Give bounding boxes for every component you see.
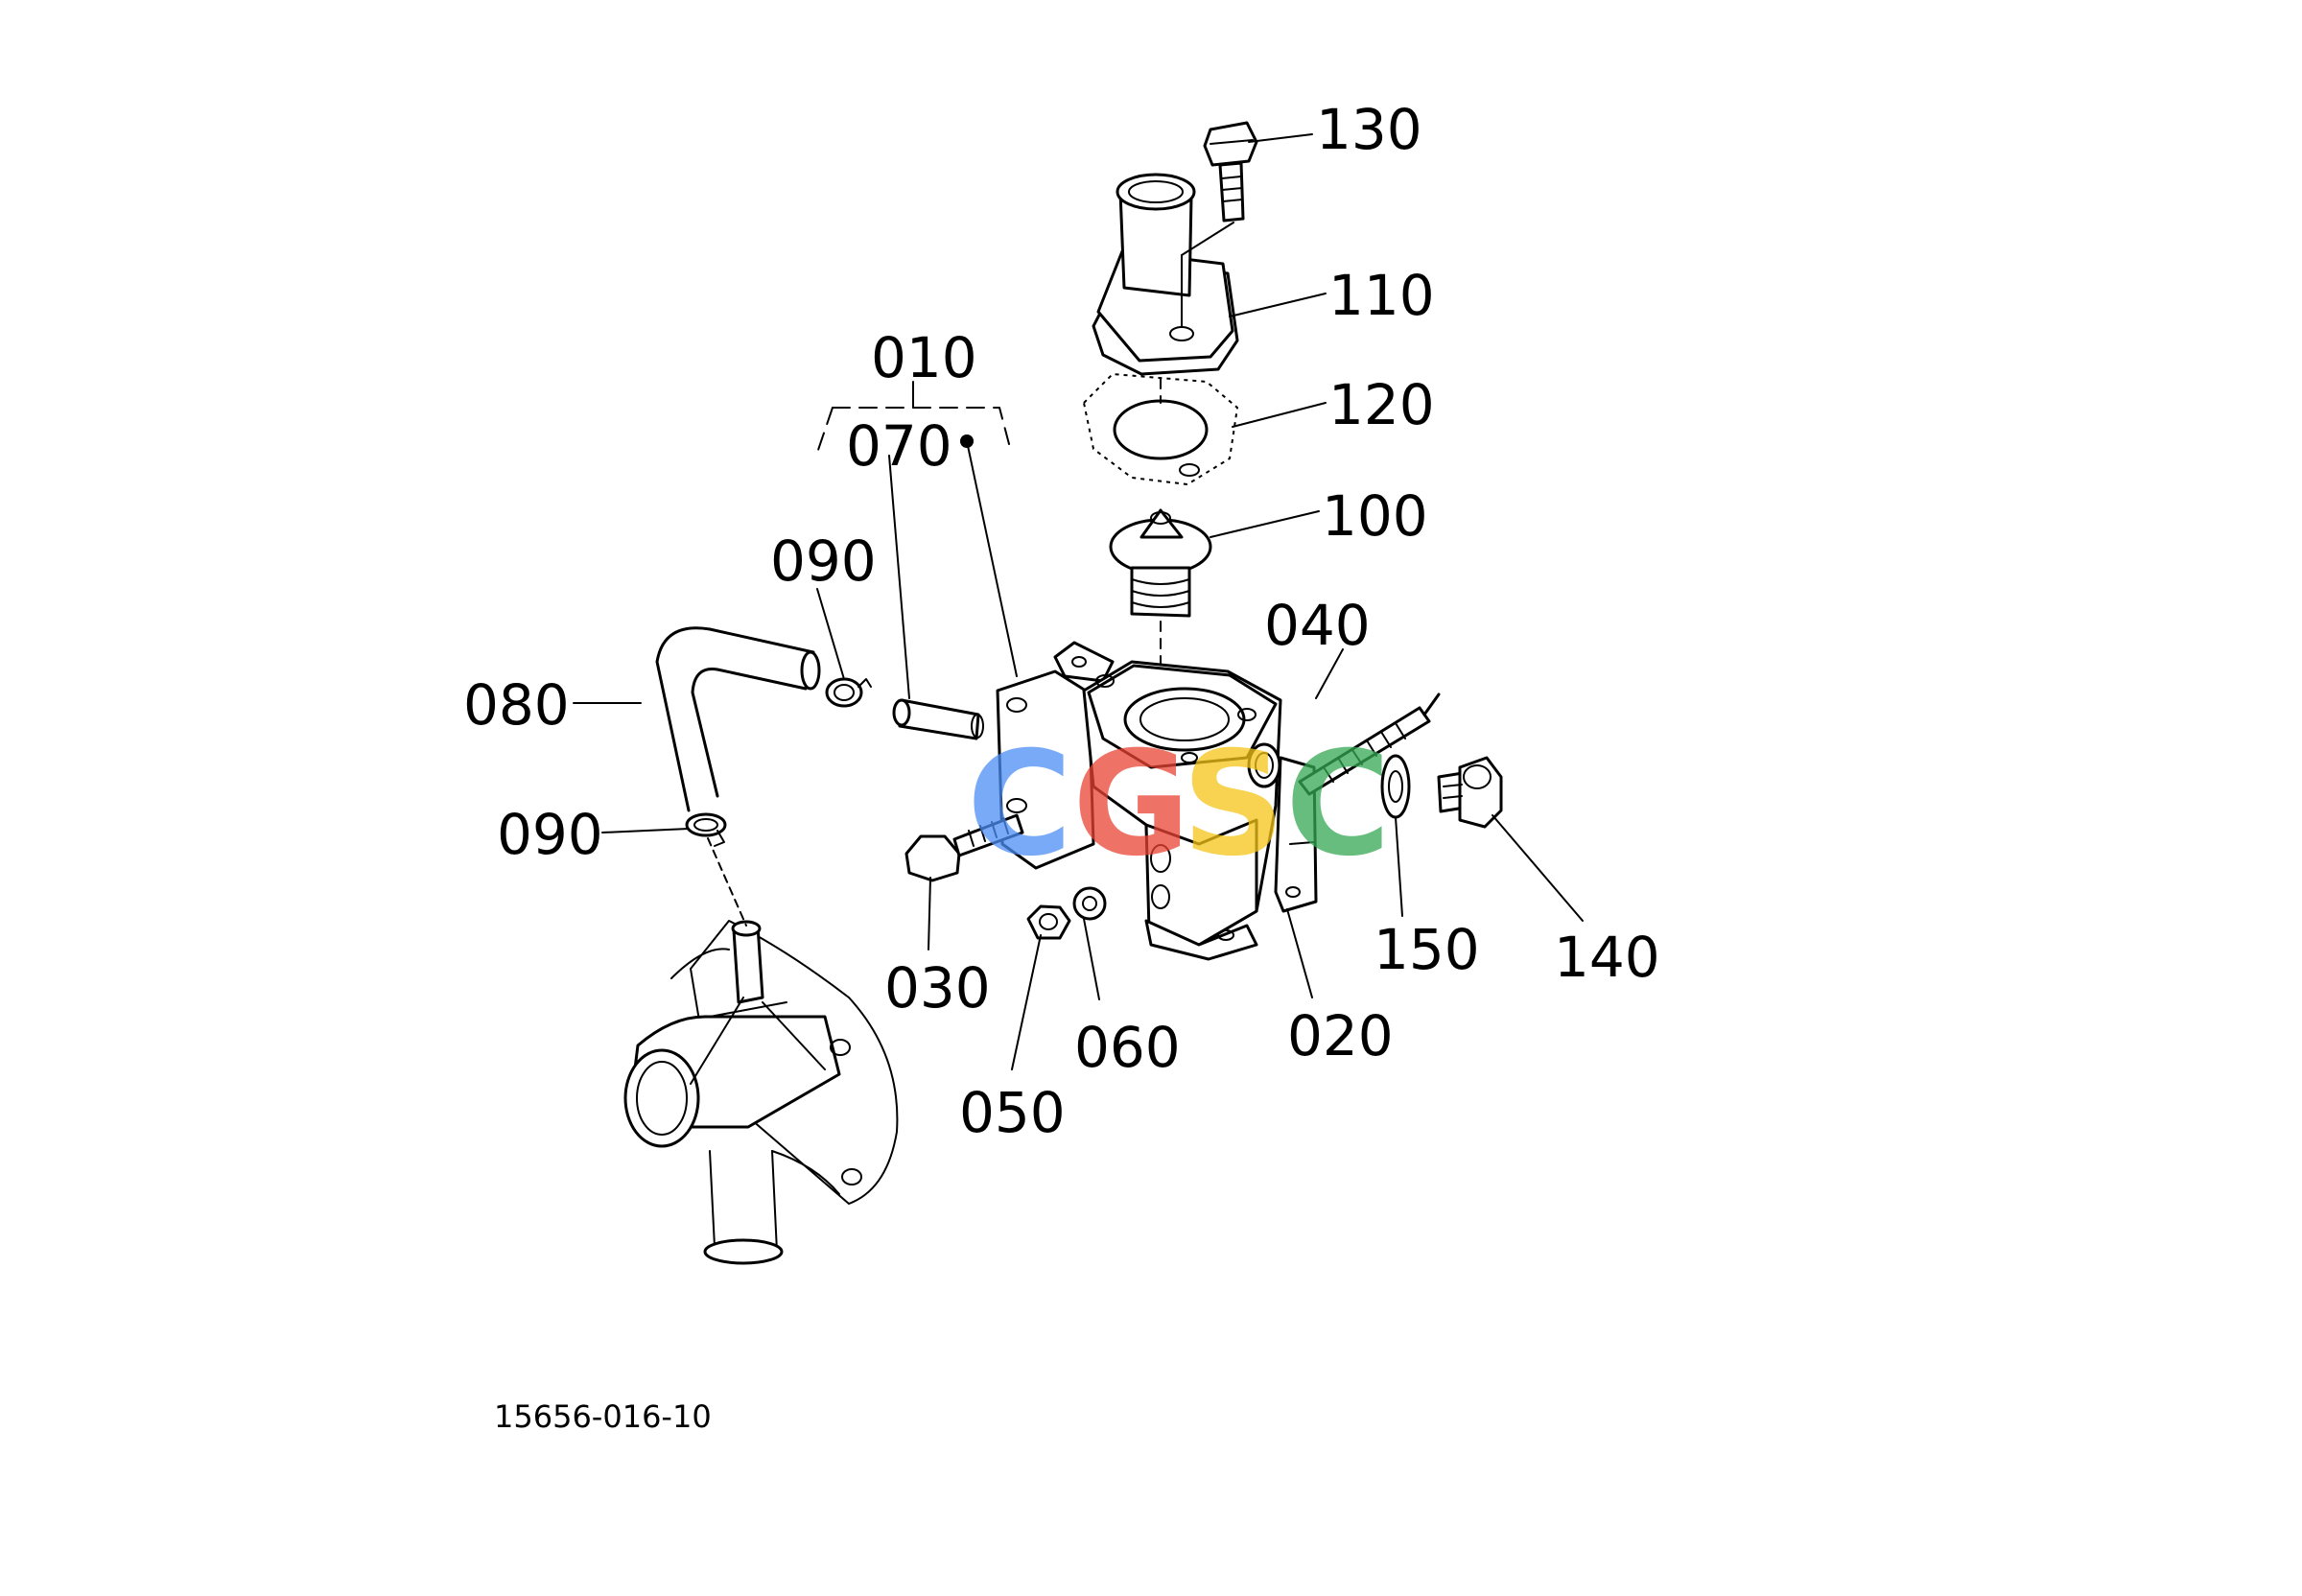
callout-030: 030: [884, 955, 991, 1021]
callout-150: 150: [1374, 917, 1480, 982]
part-070-pipe: [892, 698, 984, 740]
watermark-letter-3: S: [1182, 721, 1285, 888]
callout-060: 060: [1074, 1015, 1181, 1080]
part-030-bolt: [904, 813, 1024, 882]
part-100-thermostat: [1109, 508, 1212, 618]
callout-010: 010: [871, 325, 977, 390]
part-140-plug: [1437, 756, 1503, 829]
watermark-letter-2: G: [1072, 721, 1190, 888]
callout-020: 020: [1287, 1003, 1394, 1068]
part-120-gasket: [1082, 372, 1239, 486]
leader-lines: [573, 133, 1584, 1070]
callout-050: 050: [959, 1080, 1066, 1145]
kit-member-dot: [960, 434, 974, 448]
callout-120: 120: [1328, 372, 1435, 437]
callout-100: 100: [1322, 483, 1428, 549]
callout-040: 040: [1264, 593, 1371, 658]
watermark-letter-4: C: [1285, 721, 1391, 888]
part-040-stud: [1298, 692, 1441, 796]
part-090-clamp-lower: [685, 812, 727, 847]
drawing-number: 15656-016-10: [494, 1398, 712, 1435]
part-050-nut: [1026, 904, 1071, 940]
callout-140: 140: [1554, 925, 1660, 990]
callout-080: 080: [463, 672, 570, 738]
callouts: 130 110 120 100 010 070 090 080 090 040 …: [463, 97, 1660, 1145]
callout-090-lower: 090: [497, 802, 603, 867]
water-pump: [623, 920, 899, 1265]
callout-110: 110: [1328, 263, 1435, 328]
watermark: C G S C: [967, 721, 1391, 888]
callout-090-upper: 090: [770, 528, 877, 594]
part-020-thermostat-housing: [996, 641, 1318, 961]
part-130-bolt: [1203, 121, 1258, 223]
part-110-outlet-fitting: [1092, 173, 1239, 376]
part-080-hose: [655, 626, 821, 812]
part-090-clamp-upper: [825, 677, 872, 708]
watermark-letter-1: C: [967, 721, 1072, 888]
callout-130: 130: [1316, 97, 1422, 162]
callout-070: 070: [846, 413, 952, 479]
part-060-washer: [1072, 886, 1107, 921]
